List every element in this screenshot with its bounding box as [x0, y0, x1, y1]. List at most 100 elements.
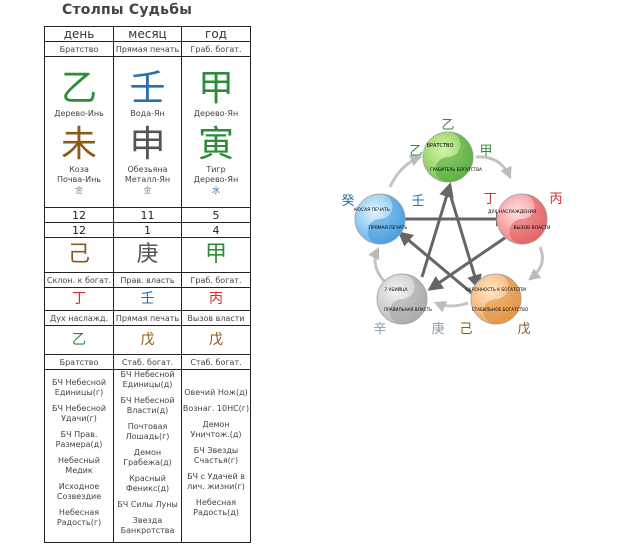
hidden-stem-2-row: 丁 壬 丙 — [44, 287, 251, 311]
number-cell: 4 — [181, 222, 251, 238]
hidden-god: Граб. богат. — [181, 272, 251, 288]
earth-label-1: СКЛОННОСТЬ К БОГАТСТВУ — [466, 287, 527, 292]
controlling-cycle — [397, 182, 513, 297]
header-row: день месяц год — [44, 26, 251, 42]
hidden-god: Стаб. богат. — [113, 354, 182, 370]
pillars-table: день месяц год Братство Прямая печать Гр… — [44, 26, 251, 543]
page-title: Столпы Судьбы — [62, 2, 193, 18]
five-elements-diagram: БРАТСТВО ГРАБИТЕЛЬ БОГАТСТВА 乙 乙 甲 ДУХ Н… — [341, 118, 563, 337]
stem-god: Граб. богат. — [181, 41, 251, 57]
water-char-2: 壬 — [411, 194, 424, 209]
star-item: Овечий Нож(д) — [184, 388, 248, 397]
control-arrow-fire-metal — [427, 231, 513, 291]
stem-branch-row: 乙 Дерево-Инь 未 Коза Почва-Инь 金 壬 Вода-Я… — [44, 56, 251, 208]
star-item: БЧ Небесной Удачи(г) — [51, 404, 107, 423]
wood-char-right: 甲 — [479, 144, 492, 159]
col-header-day: день — [44, 26, 114, 42]
water-label-2: ПРЯМАЯ ПЕЧАТЬ — [369, 225, 408, 231]
hidden-char: 己 — [44, 237, 114, 273]
hidden-god-2-row: Дух наслажд. Прямая печать Вызов власти — [44, 310, 251, 326]
star-item: БЧ Прав. Размера(д) — [55, 430, 103, 449]
hidden-char: 庚 — [113, 237, 182, 273]
control-arrow-earth-water — [397, 231, 475, 297]
wood-label-2: ГРАБИТЕЛЬ БОГАТСТВА — [430, 167, 482, 172]
number-cell: 5 — [181, 207, 251, 223]
element-fire: ДУХ НАСЛАЖДЕНИЯ ВЫЗОВ ВЛАСТИ 丁 丙 — [483, 192, 563, 245]
stars-cell-day: БЧ Небесной Единицы(г) БЧ Небесной Удачи… — [44, 369, 114, 543]
pillar-day: 乙 Дерево-Инь 未 Коза Почва-Инь 金 — [44, 56, 114, 208]
hidden-god: Прав. власть — [113, 272, 182, 288]
wood-char-top: 乙 — [441, 118, 454, 133]
wood-char-left: 乙 — [409, 144, 422, 159]
control-arrow-metal-wood — [420, 182, 454, 278]
stem-char: 壬 — [129, 67, 166, 109]
hidden-god: Прямая печать — [113, 310, 182, 326]
cycle-arrow-wood-fire — [475, 155, 512, 180]
stem-desc: Вода-Ян — [130, 108, 165, 118]
metal-label-2: ПРАВИЛЬНАЯ ВЛАСТЬ — [384, 307, 432, 312]
element-earth: СКЛОННОСТЬ К БОГАТСТВУ СТАБИЛЬНОЕ БОГАТС… — [459, 273, 531, 337]
hidden-stem-3-row: 乙 戊 戊 — [44, 325, 251, 355]
hidden-char: 戊 — [113, 325, 182, 355]
earth-char-2: 戊 — [517, 322, 530, 337]
hidden-god-1-row: Склон. к богат. Прав. власть Граб. богат… — [44, 272, 251, 288]
earth-label-2: СТАБИЛЬНОЕ БОГАТСТВО — [472, 307, 529, 312]
stars-cell-year: Овечий Нож(д) Вознаг. 10НС(г) Демон Унич… — [181, 369, 251, 543]
star-item: Демон Уничтож.(д) — [190, 420, 242, 439]
metal-label-1: 7 УБИЙЦА — [384, 286, 408, 293]
star-item: Небесная Радость(г) — [56, 508, 102, 527]
generating-cycle — [368, 154, 544, 313]
cycle-arrow-fire-earth — [528, 246, 544, 281]
pillar-year: 甲 Дерево-Ян 寅 Тигр Дерево-Ян 水 — [181, 56, 251, 208]
star-item: Красный Феникс(д) — [125, 474, 170, 493]
branch-char: 未 — [60, 123, 97, 165]
branch-desc: Металл-Ян — [124, 174, 171, 184]
star-item: БЧ Силы Луны — [117, 500, 178, 509]
branch-desc: Дерево-Ян — [193, 174, 239, 184]
fire-char-2: 丙 — [549, 192, 562, 207]
branch-small-char: 金 — [143, 185, 152, 195]
cycle-arrow-metal-water — [368, 246, 386, 282]
branch-animal: Обезьяна — [127, 164, 168, 174]
number-row-2: 12 1 4 — [44, 222, 251, 238]
hidden-god: Дух наслажд. — [44, 310, 114, 326]
hidden-god: Вызов власти — [181, 310, 251, 326]
fire-char-1: 丁 — [483, 192, 496, 207]
hidden-stem-1-row: 己 庚 甲 — [44, 237, 251, 273]
stem-char: 甲 — [197, 67, 234, 109]
hidden-god: Склон. к богат. — [44, 272, 114, 288]
earth-char-1: 己 — [459, 322, 472, 337]
number-cell: 12 — [44, 222, 114, 238]
cycle-arrow-water-wood — [388, 154, 423, 188]
stem-desc: Дерево-Ян — [193, 108, 239, 118]
branch-animal: Тигр — [206, 164, 226, 174]
element-metal: 7 УБИЙЦА ПРАВИЛЬНАЯ ВЛАСТЬ 辛 庚 — [373, 273, 445, 337]
hidden-char: 丙 — [181, 287, 251, 311]
stem-god-row: Братство Прямая печать Граб. богат. — [44, 41, 251, 57]
hidden-god: Стаб. богат. — [181, 354, 251, 370]
col-header-year: год — [181, 26, 251, 42]
hidden-char: 丁 — [44, 287, 114, 311]
stem-char: 乙 — [60, 67, 97, 109]
pillar-month: 壬 Вода-Ян 申 Обезьяна Металл-Ян 金 — [113, 56, 182, 208]
star-item: БЧ Небесной Единицы(г) — [51, 378, 107, 397]
star-item: Демон Грабежа(д) — [123, 448, 172, 467]
element-water: КОСАЯ ПЕЧАТЬ ПРЯМАЯ ПЕЧАТЬ 癸 壬 — [341, 193, 425, 245]
stem-god: Братство — [44, 41, 114, 57]
number-cell: 11 — [113, 207, 182, 223]
element-wood: БРАТСТВО ГРАБИТЕЛЬ БОГАТСТВА 乙 乙 甲 — [409, 118, 493, 183]
stem-desc: Дерево-Инь — [54, 108, 104, 118]
number-cell: 1 — [113, 222, 182, 238]
hidden-char: 戊 — [181, 325, 251, 355]
branch-small-char: 金 — [75, 185, 83, 195]
branch-desc: Почва-Инь — [56, 174, 102, 184]
hidden-god-3-row: Братство Стаб. богат. Стаб. богат. — [44, 354, 251, 370]
star-item: Небесная Радость(д) — [193, 498, 239, 517]
metal-char-2: 庚 — [431, 321, 444, 337]
hidden-char: 甲 — [181, 237, 251, 273]
stars-cell-month: БЧ Небесной Единицы(д) БЧ Небесной Власт… — [113, 369, 182, 543]
star-item: Звезда Банкротства — [120, 516, 175, 535]
star-item: БЧ с Удачей в лич. жизни(г) — [187, 472, 245, 491]
control-arrow-wood-earth — [446, 186, 482, 290]
water-label-1: КОСАЯ ПЕЧАТЬ — [354, 207, 390, 213]
